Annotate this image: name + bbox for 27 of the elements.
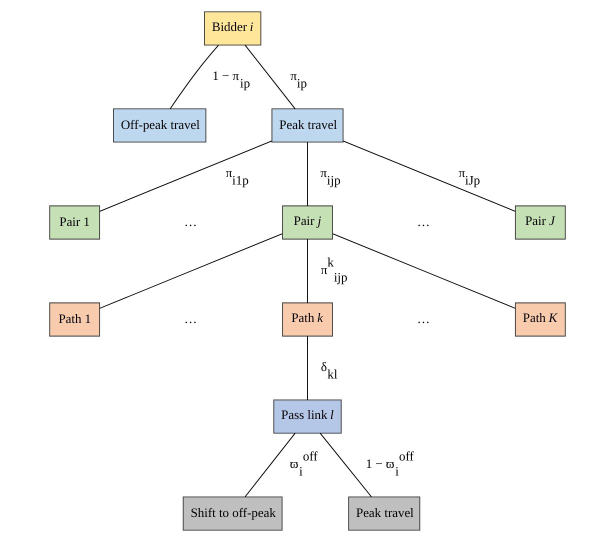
- label: …: [184, 214, 198, 229]
- connector: [307, 142, 308, 206]
- node-box: Path 1: [49, 302, 100, 337]
- connector: [170, 44, 219, 110]
- node-box: Shift to off-peak: [182, 496, 283, 531]
- label: …: [416, 214, 430, 229]
- node-box: Pair 1: [49, 205, 100, 240]
- connector: [342, 140, 516, 212]
- node-box: Off-peak travel: [113, 108, 206, 143]
- label: …: [416, 310, 430, 326]
- connector: [99, 140, 272, 212]
- node-box: Peak travel: [271, 108, 344, 143]
- node-box: Bidder i: [204, 11, 262, 46]
- node-box: Pair J: [514, 205, 566, 240]
- connector: [307, 336, 308, 400]
- node-box: Path k: [282, 302, 333, 337]
- connector: [99, 233, 283, 309]
- connector: [244, 44, 296, 110]
- connector: [244, 432, 296, 498]
- node-box: Peak travel: [348, 496, 420, 531]
- connector: [332, 233, 516, 309]
- connector: [320, 432, 372, 498]
- node-box: Pair j: [282, 205, 333, 240]
- node-box: Pass link l: [273, 399, 342, 434]
- node-box: Path K: [514, 302, 566, 337]
- connector: [307, 238, 308, 304]
- label: …: [184, 310, 198, 326]
